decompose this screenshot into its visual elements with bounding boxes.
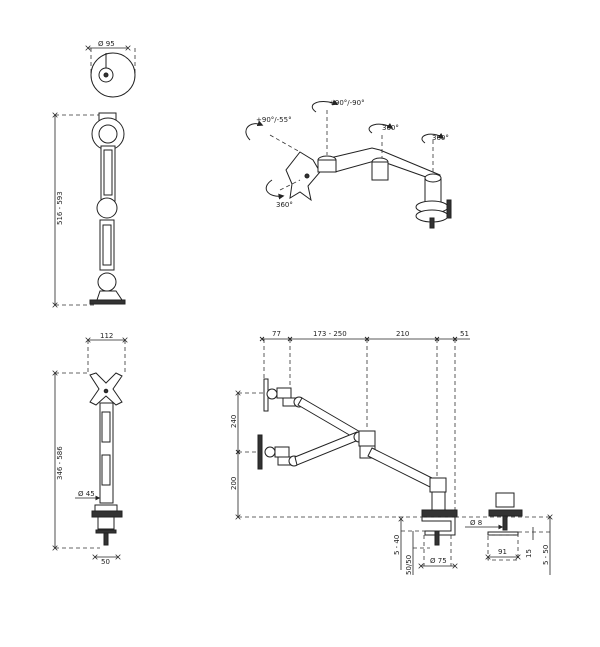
tilt-label: +90°/-55° bbox=[256, 116, 292, 124]
reach-arm2-label: 210 bbox=[396, 330, 409, 338]
grommet-width-label: 91 bbox=[498, 548, 507, 556]
joint-rotation-label: 360° bbox=[382, 124, 399, 132]
plate-rotation-label: 360° bbox=[276, 201, 293, 209]
front-width-label: 112 bbox=[100, 332, 113, 340]
column-rotation-label: 360° bbox=[432, 134, 449, 142]
height-upper-label: 240 bbox=[230, 415, 238, 428]
top-view: Ø 95 bbox=[88, 40, 136, 98]
clamp-range-label: 5 - 40 bbox=[393, 535, 401, 555]
profile-view: 77 173 - 250 210 51 bbox=[230, 330, 550, 575]
bolt-diameter-label: Ø 8 bbox=[470, 519, 482, 527]
grommet-range-label: 5 - 50 bbox=[542, 545, 550, 565]
base-width-label: 50 bbox=[101, 558, 110, 566]
head-swivel-label: +90°/-90° bbox=[329, 99, 365, 107]
front-height-label: 346 - 586 bbox=[56, 446, 64, 480]
side-height-label: 516 - 593 bbox=[56, 191, 64, 225]
isometric-view: +90°/-55° +90°/-90° 360° 360° 360° bbox=[245, 99, 452, 229]
grommet-detail: Ø 8 91 15 5 - 50 bbox=[465, 492, 550, 575]
reach-back-label: 51 bbox=[460, 330, 469, 338]
reach-head-label: 77 bbox=[272, 330, 281, 338]
reach-arm1-label: 173 - 250 bbox=[313, 330, 347, 338]
front-view: 112 346 - 586 Ø 45 50 bbox=[55, 332, 125, 566]
clamp-diameter-label: Ø 75 bbox=[430, 557, 447, 565]
clamp-depth-label: 50/50 bbox=[405, 555, 413, 575]
top-diameter-label: Ø 95 bbox=[98, 40, 115, 48]
pole-diameter-label: Ø 45 bbox=[78, 490, 95, 498]
grommet-thickness-label: 15 bbox=[525, 549, 533, 558]
side-view: 516 - 593 bbox=[55, 112, 126, 305]
height-lower-label: 200 bbox=[230, 477, 238, 490]
